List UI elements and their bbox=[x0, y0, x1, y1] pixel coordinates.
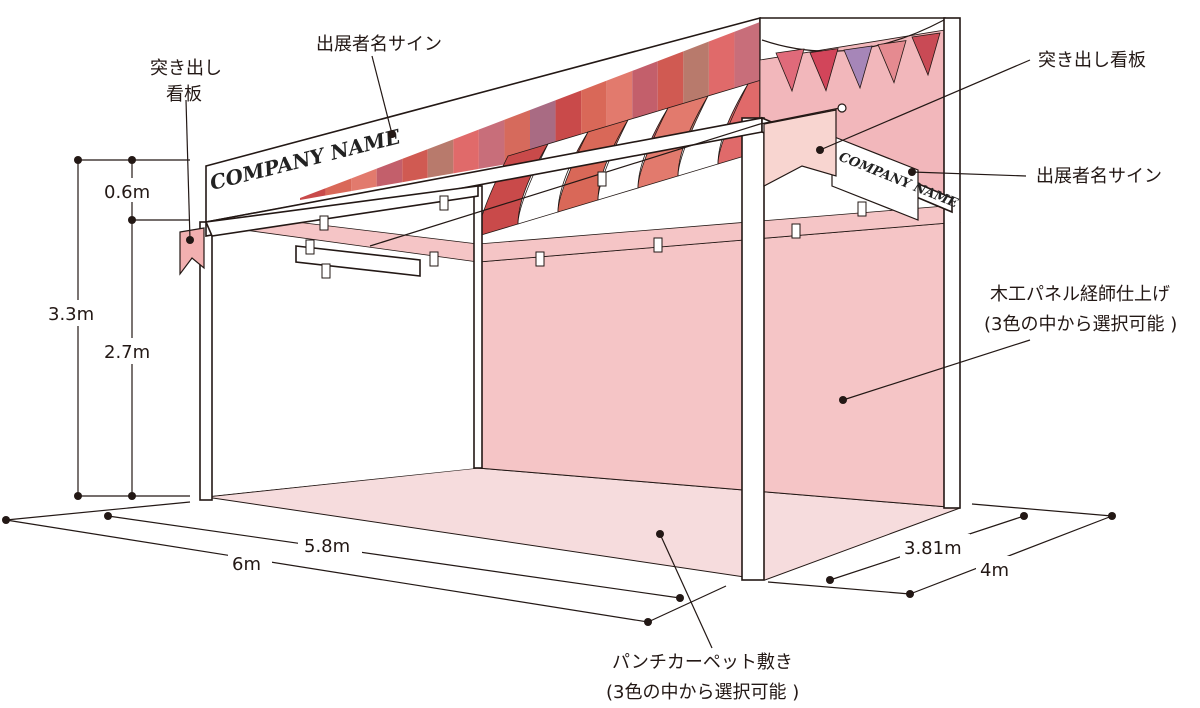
spotlight bbox=[653, 237, 663, 253]
label-wood-panel-2: (3色の中から選択可能 ) bbox=[984, 314, 1177, 335]
awning-stripe bbox=[300, 188, 326, 200]
projecting-sign-left bbox=[179, 227, 205, 276]
awning-stripe bbox=[402, 149, 428, 183]
post-back-middle bbox=[473, 185, 483, 469]
pennant-flag bbox=[911, 32, 941, 77]
spotlight bbox=[319, 215, 329, 231]
wood-panel-wall bbox=[477, 221, 961, 509]
spotlight bbox=[535, 251, 545, 267]
label-exhibitor-sign-right: 出展者名サイン bbox=[1036, 166, 1162, 187]
dim-height-clear: 2.7m bbox=[104, 342, 150, 363]
pennant-flag bbox=[843, 45, 873, 90]
label-projecting-sign-left-1: 突き出し bbox=[150, 58, 222, 79]
awning-stripe bbox=[376, 158, 403, 187]
awning-stripe bbox=[427, 139, 454, 178]
awning-stripe bbox=[478, 119, 505, 169]
spotlights bbox=[305, 171, 867, 279]
dim-height-total: 3.3m bbox=[48, 304, 94, 325]
back-wall-panel bbox=[200, 226, 478, 497]
spotlight bbox=[857, 201, 867, 217]
dimension-lines bbox=[2, 156, 1116, 626]
awning-stripe bbox=[351, 168, 377, 192]
pennant-flag bbox=[775, 48, 805, 93]
post-back-right bbox=[943, 17, 961, 509]
beam-left bbox=[204, 185, 479, 237]
dim-height-fascia: 0.6m bbox=[104, 182, 150, 203]
label-wood-panel-1: 木工パネル経師仕上げ bbox=[990, 284, 1170, 305]
spotlight bbox=[321, 263, 331, 279]
pennant-flag bbox=[809, 48, 839, 92]
dim-width-outer: 6m bbox=[232, 554, 261, 575]
dim-depth-inner: 3.81m bbox=[904, 538, 962, 559]
label-projecting-sign-left-2: 看板 bbox=[166, 84, 202, 105]
awning-stripe bbox=[453, 129, 479, 174]
spotlight bbox=[305, 239, 315, 255]
spotlight bbox=[791, 223, 801, 239]
label-carpet-1: パンチカーペット敷き bbox=[612, 652, 793, 673]
pennant-garland bbox=[761, 19, 945, 93]
leader-lines bbox=[185, 55, 1031, 649]
pennant-flag bbox=[877, 40, 907, 84]
spotlight-rail bbox=[295, 245, 421, 277]
projecting-sign-right bbox=[763, 109, 837, 187]
dim-width-inner: 5.8m bbox=[304, 536, 350, 557]
label-exhibitor-sign-left: 出展者名サイン bbox=[316, 34, 442, 55]
spotlight bbox=[597, 171, 607, 187]
spotlight bbox=[439, 195, 449, 211]
post-front-right bbox=[741, 117, 765, 581]
label-projecting-sign-right: 突き出し看板 bbox=[1038, 50, 1146, 71]
label-carpet-2: (3色の中から選択可能 ) bbox=[606, 682, 799, 703]
dim-depth-outer: 4m bbox=[980, 560, 1009, 581]
spotlight bbox=[429, 251, 439, 267]
awning-stripe bbox=[504, 110, 530, 165]
awning-stripe bbox=[325, 178, 352, 196]
